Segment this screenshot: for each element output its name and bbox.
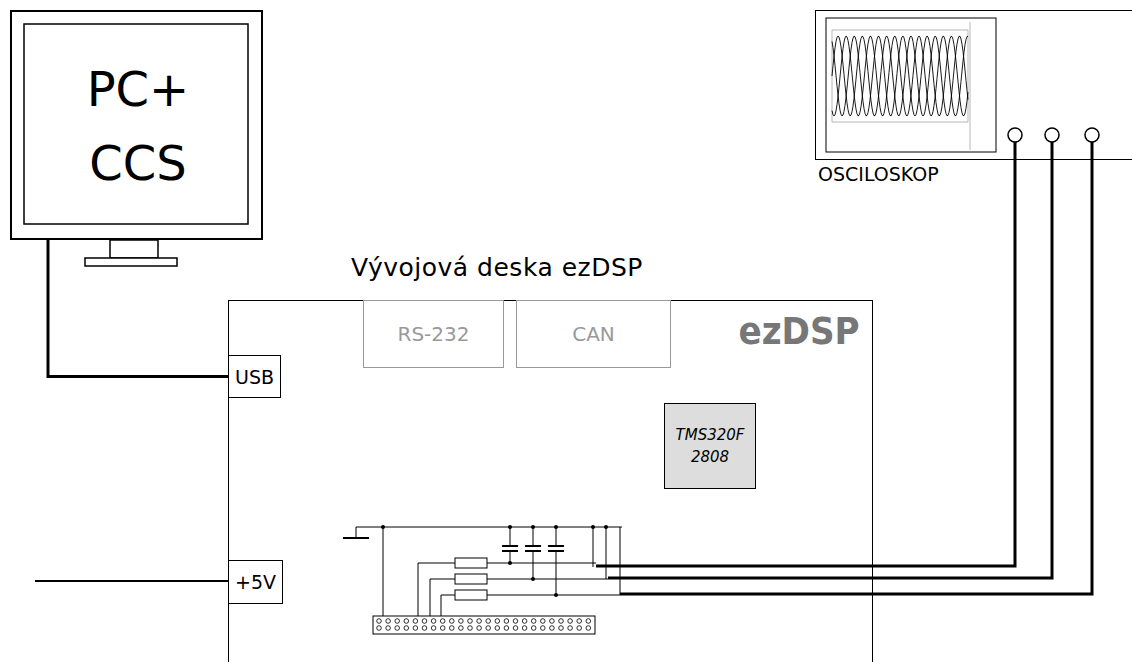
scope-panel-divider: [970, 22, 971, 150]
junction-dots: [381, 525, 608, 597]
header-pin: [477, 626, 482, 631]
header-pin: [550, 626, 555, 631]
header-pin: [568, 619, 573, 624]
power-wire: [35, 580, 228, 582]
sine-wave: [832, 36, 968, 116]
sine-wave: [832, 36, 968, 116]
scope-terminal: [1045, 128, 1059, 142]
scope-terminal: [1008, 128, 1022, 142]
header-pin: [377, 626, 382, 631]
header-pin: [504, 626, 509, 631]
header-pin: [568, 626, 573, 631]
header-pin: [377, 619, 382, 624]
monitor-screen: [24, 24, 248, 224]
header-pin: [486, 626, 491, 631]
rc-filter-circuit: [343, 527, 622, 621]
header-pin: [422, 619, 427, 624]
header-pin: [450, 626, 455, 631]
header-pin: [586, 619, 591, 624]
header-pin: [468, 626, 473, 631]
usb-port: USB: [228, 355, 281, 398]
header-pin: [459, 619, 464, 624]
header-pin: [531, 626, 536, 631]
header-pin: [495, 619, 500, 624]
header-pin: [522, 626, 527, 631]
node-label: RS-232: [398, 322, 470, 346]
scope-screen: [826, 18, 996, 152]
rs232-connector: RS-232: [363, 300, 504, 368]
header-pin: [386, 626, 391, 631]
monitor-base: [85, 258, 177, 266]
pin-header: [373, 616, 595, 634]
usb-cable: [48, 240, 228, 377]
sine-wave: [832, 36, 968, 116]
probe-cables: [596, 142, 1092, 594]
header-pin: [513, 619, 518, 624]
header-pin: [450, 619, 455, 624]
node-label: +5V: [235, 571, 276, 593]
monitor-neck: [110, 240, 158, 258]
node-label: OSCILOSKOP: [818, 163, 939, 185]
header-pin: [395, 626, 400, 631]
node-label: USB: [235, 366, 274, 388]
node-label: TMS320F 2808: [670, 424, 750, 468]
header-pin: [386, 619, 391, 624]
header-pin: [404, 619, 409, 624]
logo-text: ezDSP: [739, 309, 860, 353]
header-pin: [541, 619, 546, 624]
header-pin: [422, 626, 427, 631]
header-pin: [413, 619, 418, 624]
power-input: +5V: [228, 560, 283, 604]
header-pin: [586, 626, 591, 631]
header-pin: [522, 619, 527, 624]
header-pin: [486, 619, 491, 624]
header-pin: [531, 619, 536, 624]
header-pin: [440, 619, 445, 624]
header-pin: [504, 619, 509, 624]
node-label: PC+ CCS: [63, 52, 213, 200]
node-label: CAN: [572, 322, 615, 346]
header-pin: [513, 626, 518, 631]
header-pin: [541, 626, 546, 631]
ground-symbol: [343, 537, 369, 539]
scope-terminal: [1085, 128, 1099, 142]
header-pins: [377, 619, 591, 631]
header-pin: [468, 619, 473, 624]
header-pin: [395, 619, 400, 624]
ezdsp-board: Vývojová deska ezDSPezDSPRS-232CANUSBTMS…: [228, 300, 873, 662]
header-pin: [550, 619, 555, 624]
scope-waveforms: [832, 36, 968, 116]
scope-grid: [832, 30, 968, 122]
oscilloscope: OSCILOSKOP: [815, 10, 1132, 160]
header-pin: [577, 626, 582, 631]
header-pin: [431, 619, 436, 624]
header-pin: [431, 626, 436, 631]
header-pin: [459, 626, 464, 631]
header-pin: [477, 619, 482, 624]
header-pin: [440, 626, 445, 631]
header-pin: [559, 626, 564, 631]
dsp-chip: TMS320F 2808: [664, 403, 756, 489]
header-pin: [559, 619, 564, 624]
header-pin: [577, 619, 582, 624]
header-pin: [495, 626, 500, 631]
node-label: Vývojová deska ezDSP: [351, 253, 643, 282]
header-pin: [413, 626, 418, 631]
pc-monitor: PC+ CCS: [10, 10, 263, 240]
can-connector: CAN: [516, 300, 671, 368]
header-pin: [404, 626, 409, 631]
